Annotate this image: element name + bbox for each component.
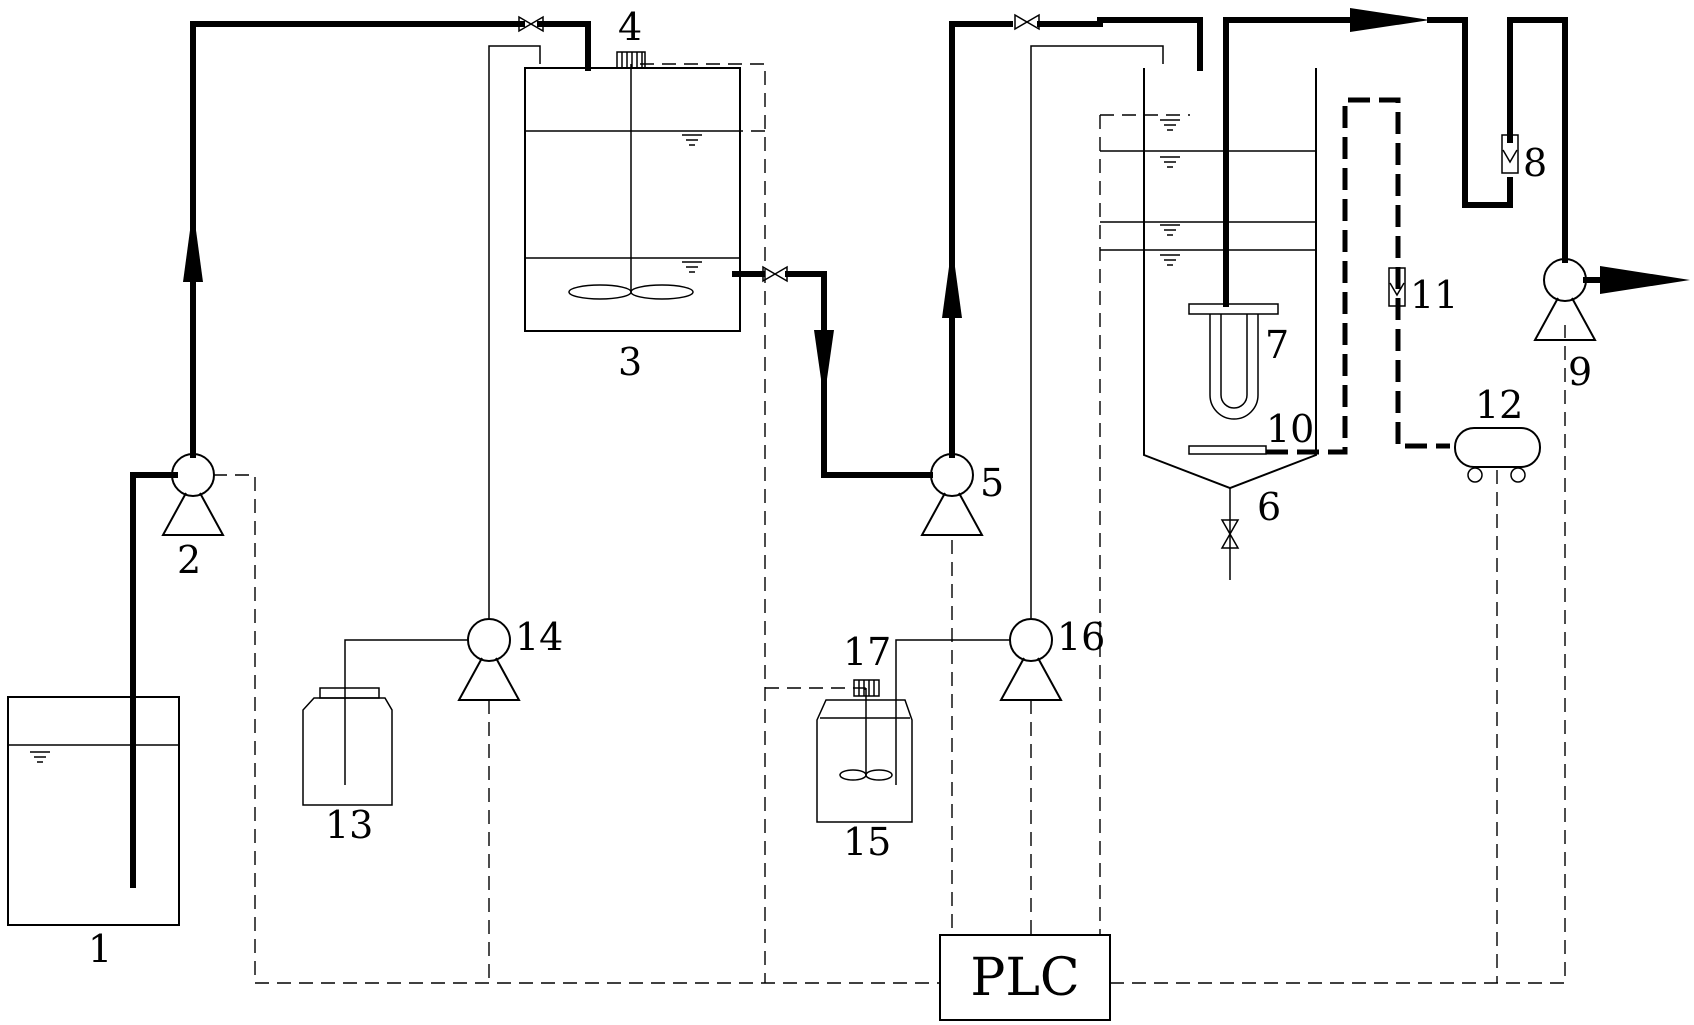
label-4: 4 — [618, 5, 642, 49]
stirrer-motor-2 — [853, 679, 880, 697]
label-5: 5 — [980, 461, 1004, 505]
reactor — [1100, 68, 1317, 580]
aerator — [1188, 445, 1267, 455]
mixing-tank — [524, 64, 741, 332]
chemical-tank-2 — [816, 688, 913, 823]
chemical-bottle-1 — [302, 687, 393, 806]
label-6: 6 — [1257, 485, 1281, 529]
flow-arrow-up-2 — [942, 245, 962, 318]
stirrer-motor — [616, 51, 646, 69]
air-compressor — [1454, 427, 1541, 483]
raw-water-tank — [7, 696, 180, 926]
dosing-line-1 — [488, 45, 541, 618]
lift-pipe — [190, 21, 525, 458]
label-1: 1 — [88, 927, 112, 971]
label-17: 17 — [843, 630, 891, 674]
valve-3[interactable] — [1014, 14, 1040, 30]
flowmeter-1 — [1501, 134, 1519, 174]
label-16: 16 — [1057, 615, 1105, 659]
label-13: 13 — [325, 803, 373, 847]
flow-arrow-down — [814, 330, 834, 400]
air-line — [1266, 97, 1450, 455]
feed-pump[interactable] — [921, 453, 983, 536]
inlet-pipe — [130, 472, 178, 888]
label-11: 11 — [1410, 273, 1458, 317]
valve-2[interactable] — [762, 266, 788, 282]
label-14: 14 — [515, 615, 563, 659]
label-2: 2 — [177, 538, 201, 582]
label-12: 12 — [1475, 383, 1523, 427]
flow-arrow-right — [1350, 8, 1430, 32]
control-wiring — [213, 63, 1566, 984]
lift-pump[interactable] — [162, 453, 224, 536]
flow-arrow-up — [183, 208, 203, 282]
dosing-pump-2[interactable] — [1000, 618, 1062, 701]
label-7: 7 — [1265, 323, 1289, 367]
flow-arrow-out — [1600, 266, 1690, 294]
plc-label: PLC — [970, 948, 1079, 1008]
label-8: 8 — [1523, 141, 1547, 185]
plc-controller[interactable]: PLC — [939, 934, 1111, 1021]
label-10: 10 — [1266, 407, 1314, 451]
flowmeter-2 — [1388, 267, 1406, 307]
membrane-module — [1188, 303, 1279, 420]
label-15: 15 — [843, 820, 891, 864]
dosing-pump-1[interactable] — [458, 618, 520, 701]
label-9: 9 — [1568, 350, 1592, 394]
label-3: 3 — [618, 340, 642, 384]
